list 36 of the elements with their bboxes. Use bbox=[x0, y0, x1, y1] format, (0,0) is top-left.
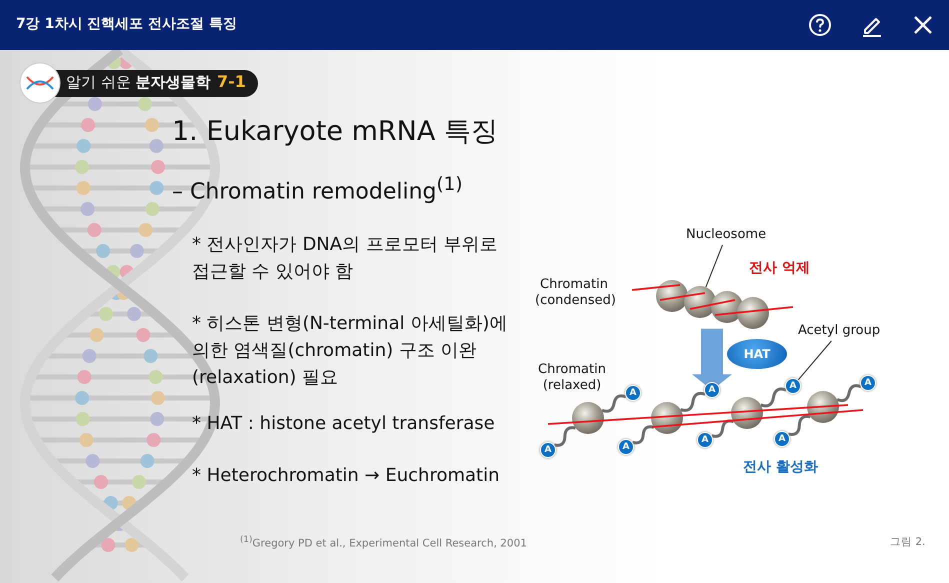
hat-ellipse: HAT bbox=[727, 339, 787, 369]
status-label: 전사 활성화 bbox=[743, 458, 818, 476]
leader-line bbox=[798, 340, 832, 380]
bullet-text: * 전사인자가 DNA의 프로모터 부위로 접근할 수 있어야 함 bbox=[192, 233, 499, 284]
histone-tail bbox=[680, 392, 706, 412]
acetyl-circle: A bbox=[860, 375, 876, 391]
acetyl-circle: A bbox=[625, 385, 641, 401]
diagram-label: Chromatin (relaxed) bbox=[537, 362, 607, 394]
acetyl-circle: A bbox=[540, 442, 556, 458]
status-label: 전사 억제 bbox=[749, 259, 810, 277]
bullet-text: * 히스톤 변형(N-terminal 아세틸화)에 의한 염색질(chromatin) 구조 이완 (relaxation) 필요 bbox=[192, 312, 508, 390]
bullet-text: * Heterochromatin → Euchromatin bbox=[192, 465, 500, 486]
acetyl-circle: A bbox=[774, 431, 790, 447]
acetyl-circle: A bbox=[704, 382, 720, 398]
badge-text: 알기 쉬운 분자생물학 bbox=[66, 73, 211, 92]
nucleosome-sphere bbox=[572, 402, 604, 434]
leader-line bbox=[705, 244, 723, 288]
diagram-label: Chromatin (condensed) bbox=[535, 277, 613, 309]
nucleosome-label: Nucleosome bbox=[686, 227, 766, 245]
acetyl-circle: A bbox=[618, 439, 634, 455]
header-title: 7강 1차시 진핵세포 전사조절 특징 bbox=[16, 15, 237, 33]
acetyl-circle: A bbox=[785, 378, 801, 394]
slide-heading: 1. Eukaryote mRNA 특징 bbox=[172, 115, 498, 149]
histone-tail bbox=[760, 388, 787, 408]
badge-number: 7-1 bbox=[217, 72, 246, 91]
acetyl-circle: A bbox=[697, 432, 713, 448]
citation: $^{(1)}$Gregory PD et al., Experimental Cell Research, 2001 bbox=[240, 535, 527, 550]
histone-tail bbox=[554, 426, 576, 447]
figure-label: 그림 2. bbox=[890, 535, 926, 549]
acetyl-group-label: Acetyl group bbox=[798, 323, 880, 341]
bullet-text: * HAT : histone acetyl transferase bbox=[192, 413, 495, 434]
histone-tail bbox=[711, 419, 734, 438]
subheading: – Chromatin remodeling$^{(1)}$ bbox=[172, 174, 462, 204]
histone-tail bbox=[788, 414, 811, 436]
histone-tail bbox=[602, 394, 626, 413]
nucleosome-sphere bbox=[737, 297, 769, 329]
